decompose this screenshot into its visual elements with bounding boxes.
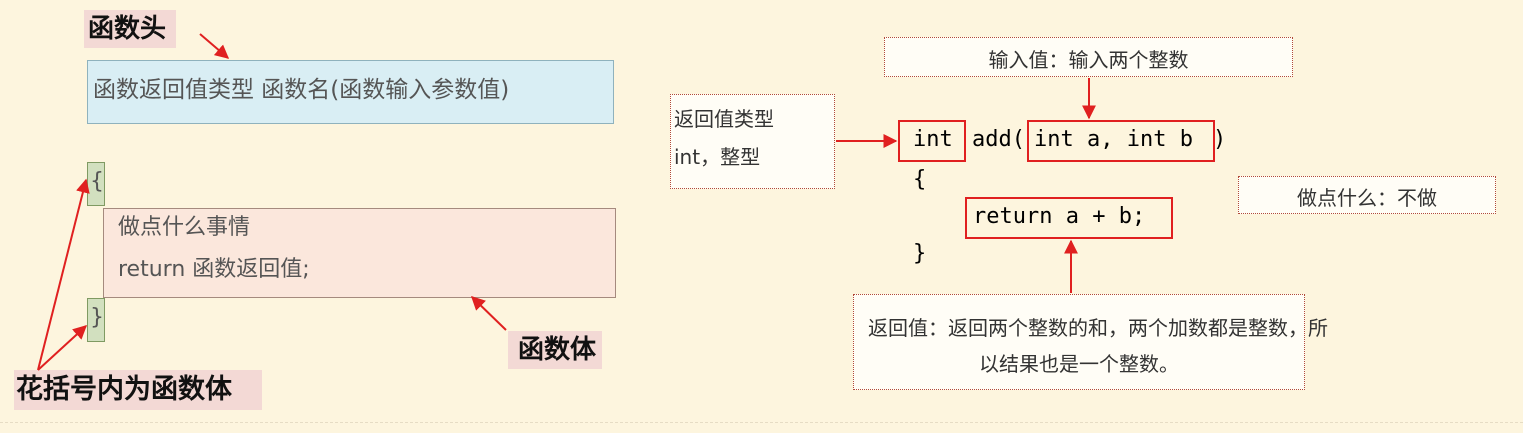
return-type-highlight xyxy=(898,120,966,162)
code-return-statement: return a + b; xyxy=(973,204,1146,229)
code-close-paren: ) xyxy=(1213,127,1227,152)
arrow-body-label-to-body xyxy=(470,296,507,331)
function-body-line1: 做点什么事情 xyxy=(118,215,251,240)
return-statement-highlight xyxy=(965,197,1173,239)
do-something-note-text: 做点什么：不做 xyxy=(1297,186,1437,210)
code-function-name: add( xyxy=(972,127,1025,152)
function-body-box: 做点什么事情 return 函数返回值; xyxy=(103,208,616,298)
code-open-brace: { xyxy=(913,167,927,192)
return-value-note: 返回值：返回两个整数的和，两个加数都是整数，所 以结果也是一个整数。 xyxy=(853,294,1328,390)
parameters-highlight xyxy=(1027,120,1215,162)
bottom-divider xyxy=(0,422,1523,423)
code-close-brace: } xyxy=(913,241,927,266)
open-brace-text: { xyxy=(90,169,104,194)
code-parameters: int a, int b xyxy=(1034,127,1193,152)
return-value-note-line1: 返回值：返回两个整数的和，两个加数都是整数，所 xyxy=(868,316,1328,340)
return-value-note-line2: 以结果也是一个整数。 xyxy=(979,352,1179,376)
return-type-note: 返回值类型 int，整型 xyxy=(670,94,835,189)
arrow-note-to-open-brace xyxy=(37,178,90,371)
function-body-label: 函数体 xyxy=(508,331,603,369)
close-brace-box: } xyxy=(87,298,105,342)
arrow-header-to-signature xyxy=(199,33,230,59)
input-value-note: 输入值：输入两个整数 xyxy=(884,37,1293,77)
code-return-type: int xyxy=(913,127,953,152)
close-brace-text: } xyxy=(90,305,104,330)
arrow-note-to-close-brace xyxy=(37,325,88,371)
braces-note-label: 花括号内为函数体 xyxy=(14,370,262,410)
function-signature-box: 函数返回值类型 函数名(函数输入参数值) xyxy=(87,60,614,124)
function-signature-text: 函数返回值类型 函数名(函数输入参数值) xyxy=(93,77,510,103)
function-body-line2: return 函数返回值; xyxy=(118,257,310,282)
do-something-note: 做点什么：不做 xyxy=(1238,176,1496,214)
return-type-note-line2: int，整型 xyxy=(674,145,761,169)
function-header-label: 函数头 xyxy=(84,10,177,48)
input-value-note-text: 输入值：输入两个整数 xyxy=(988,48,1189,72)
return-type-note-line1: 返回值类型 xyxy=(674,107,774,131)
